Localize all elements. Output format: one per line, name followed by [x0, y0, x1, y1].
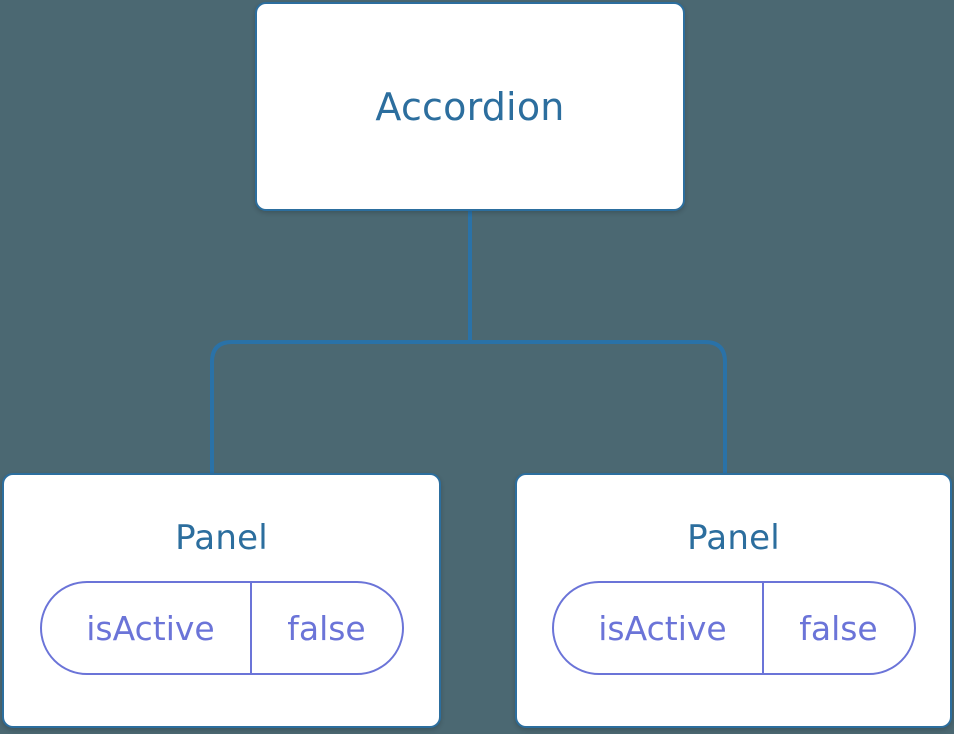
node-accordion-label: Accordion — [375, 84, 565, 129]
panel-right-prop-pill[interactable]: isActive false — [551, 581, 916, 675]
panel-left-prop-key: isActive — [86, 608, 215, 648]
panel-left-prop-pill[interactable]: isActive false — [39, 581, 404, 675]
node-panel-left[interactable]: Panel isActive false — [2, 473, 441, 728]
edge-root-to-panel-left — [210, 340, 470, 475]
node-panel-left-label: Panel — [175, 518, 268, 558]
edge-root-to-panel-right — [470, 340, 727, 475]
node-accordion[interactable]: Accordion — [255, 2, 685, 211]
node-panel-right-label: Panel — [687, 518, 780, 558]
panel-right-prop-value: false — [761, 583, 914, 673]
node-panel-right[interactable]: Panel isActive false — [515, 473, 952, 728]
panel-left-prop-value: false — [249, 583, 402, 673]
panel-right-prop-key: isActive — [598, 608, 727, 648]
